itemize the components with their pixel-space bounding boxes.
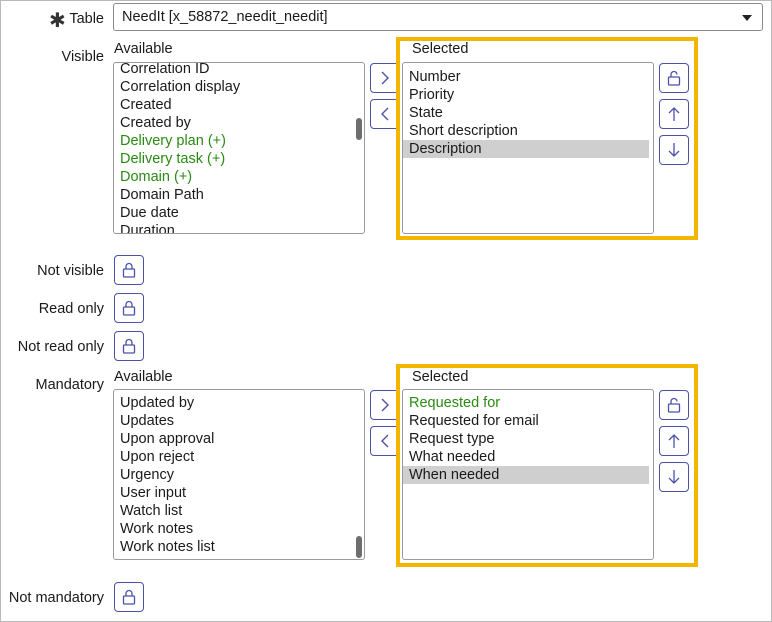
not-mandatory-label: Not mandatory [8, 590, 104, 606]
not-visible-label: Not visible [37, 263, 104, 279]
chevron-right-icon [381, 71, 389, 85]
add-to-selected-button[interactable] [370, 390, 400, 420]
list-item[interactable]: State [409, 105, 443, 121]
lock-icon [122, 300, 136, 316]
move-up-button[interactable] [659, 426, 689, 456]
list-item[interactable]: Priority [409, 87, 455, 103]
chevron-left-icon [381, 107, 389, 121]
list-item[interactable]: Correlation display [120, 79, 241, 95]
not-read-only-lock-button[interactable] [114, 331, 144, 361]
mandatory-available-header: Available [114, 369, 173, 385]
lock-icon [667, 397, 681, 413]
not-read-only-label: Not read only [17, 339, 104, 355]
add-to-selected-button[interactable] [370, 63, 400, 93]
read-only-lock-button[interactable] [114, 293, 144, 323]
list-item[interactable]: Upon approval [120, 431, 215, 447]
arrow-up-icon [668, 107, 680, 121]
table-select[interactable]: NeedIt [x_58872_needit_needit] [113, 3, 763, 31]
list-item[interactable]: Updated by [120, 395, 195, 411]
list-item[interactable]: Created [120, 97, 172, 113]
list-item[interactable]: Delivery plan (+) [120, 133, 226, 149]
mandatory-label: Mandatory [35, 377, 104, 393]
move-down-button[interactable] [659, 462, 689, 492]
list-item[interactable]: Domain (+) [120, 169, 193, 185]
not-visible-lock-button[interactable] [114, 255, 144, 285]
list-item[interactable]: When needed [403, 466, 649, 484]
chevron-right-icon [381, 398, 389, 412]
list-item[interactable]: Updates [120, 413, 175, 429]
unlock-button[interactable] [659, 390, 689, 420]
list-item[interactable]: Request type [409, 431, 495, 447]
lock-icon [122, 262, 136, 278]
remove-from-selected-button[interactable] [370, 99, 400, 129]
move-down-button[interactable] [659, 135, 689, 165]
not-mandatory-lock-button[interactable] [114, 582, 144, 612]
selected-highlight-frame [396, 37, 698, 240]
remove-from-selected-button[interactable] [370, 426, 400, 456]
list-item[interactable]: Watch list [120, 503, 183, 519]
list-item[interactable]: Delivery task (+) [120, 151, 226, 167]
table-label: Table [69, 11, 104, 27]
list-item[interactable]: Requested for [409, 395, 501, 411]
visible-available-header: Available [114, 41, 173, 57]
list-item[interactable]: Number [409, 69, 461, 85]
list-item[interactable]: Description [403, 140, 649, 158]
list-item[interactable]: Domain Path [120, 187, 204, 203]
visible-label: Visible [61, 49, 104, 65]
required-star-icon: ✱ [49, 10, 66, 32]
list-item[interactable]: Upon reject [120, 449, 195, 465]
list-item[interactable]: Work notes [120, 521, 194, 537]
table-select-value: NeedIt [x_58872_needit_needit] [122, 9, 328, 25]
lock-icon [122, 589, 136, 605]
selected-highlight-frame [396, 364, 698, 567]
arrow-up-icon [668, 434, 680, 448]
arrow-down-icon [668, 470, 680, 484]
lock-icon [667, 70, 681, 86]
lock-icon [122, 338, 136, 354]
mandatory-selected-header: Selected [412, 369, 469, 385]
list-item[interactable]: Urgency [120, 467, 174, 483]
chevron-left-icon [381, 434, 389, 448]
chevron-down-icon [742, 15, 752, 21]
read-only-label: Read only [38, 301, 104, 317]
scrollbar-thumb[interactable] [356, 536, 362, 558]
scrollbar-thumb[interactable] [356, 118, 362, 140]
list-item[interactable]: Duration [120, 223, 175, 234]
list-item[interactable]: Requested for email [409, 413, 539, 429]
list-item[interactable]: Created by [120, 115, 191, 131]
move-up-button[interactable] [659, 99, 689, 129]
list-item[interactable]: Due date [120, 205, 179, 221]
list-item[interactable]: Correlation ID [120, 62, 210, 77]
list-item[interactable]: Short description [409, 123, 518, 139]
unlock-button[interactable] [659, 63, 689, 93]
list-item[interactable]: What needed [409, 449, 496, 465]
list-item[interactable]: User input [120, 485, 187, 501]
arrow-down-icon [668, 143, 680, 157]
visible-selected-header: Selected [412, 41, 469, 57]
list-item[interactable]: Work notes list [120, 539, 215, 555]
